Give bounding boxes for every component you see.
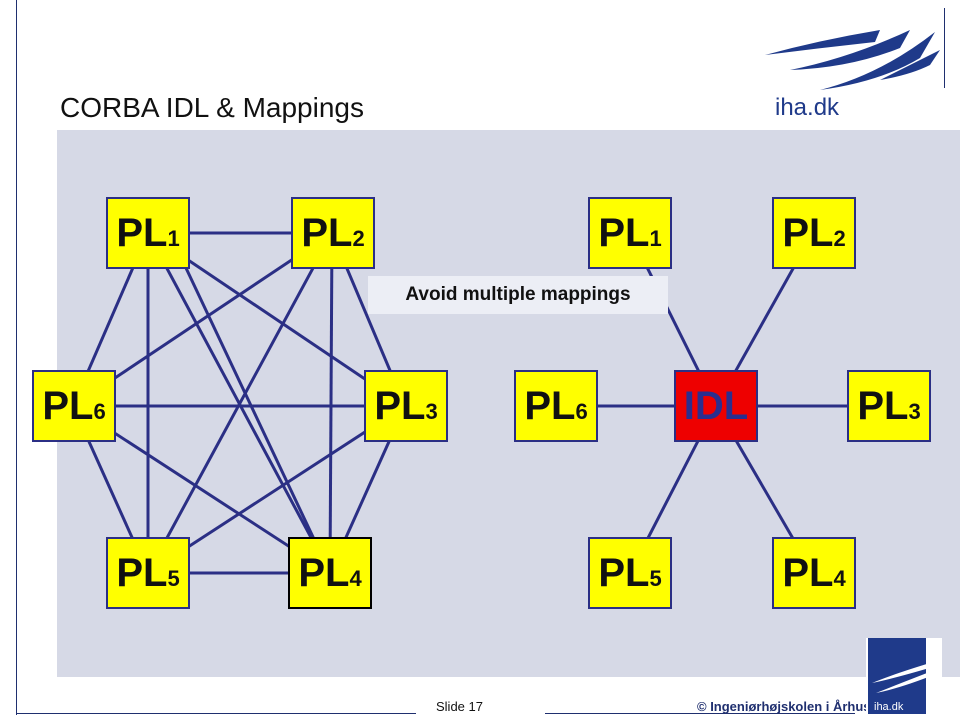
- callout-label: Avoid multiple mappings: [368, 276, 668, 314]
- iha-logo-icon: [765, 30, 940, 90]
- slide-title: CORBA IDL & Mappings: [60, 92, 364, 123]
- svg-text:iha.dk: iha.dk: [874, 701, 904, 713]
- logo-text: iha.dk: [775, 94, 840, 121]
- frame-left-line: [16, 0, 17, 715]
- slide-number: Slide 17: [436, 699, 483, 714]
- frame-bottom-line: [16, 713, 416, 714]
- copyright-text: © Ingeniørhøjskolen i Århus: [697, 699, 871, 714]
- frame-right-line: [944, 8, 945, 88]
- mini-iha-logo-icon: iha.dk: [866, 638, 942, 714]
- idl-center-node: IDL: [674, 370, 758, 442]
- frame-bottom-line: [545, 713, 855, 714]
